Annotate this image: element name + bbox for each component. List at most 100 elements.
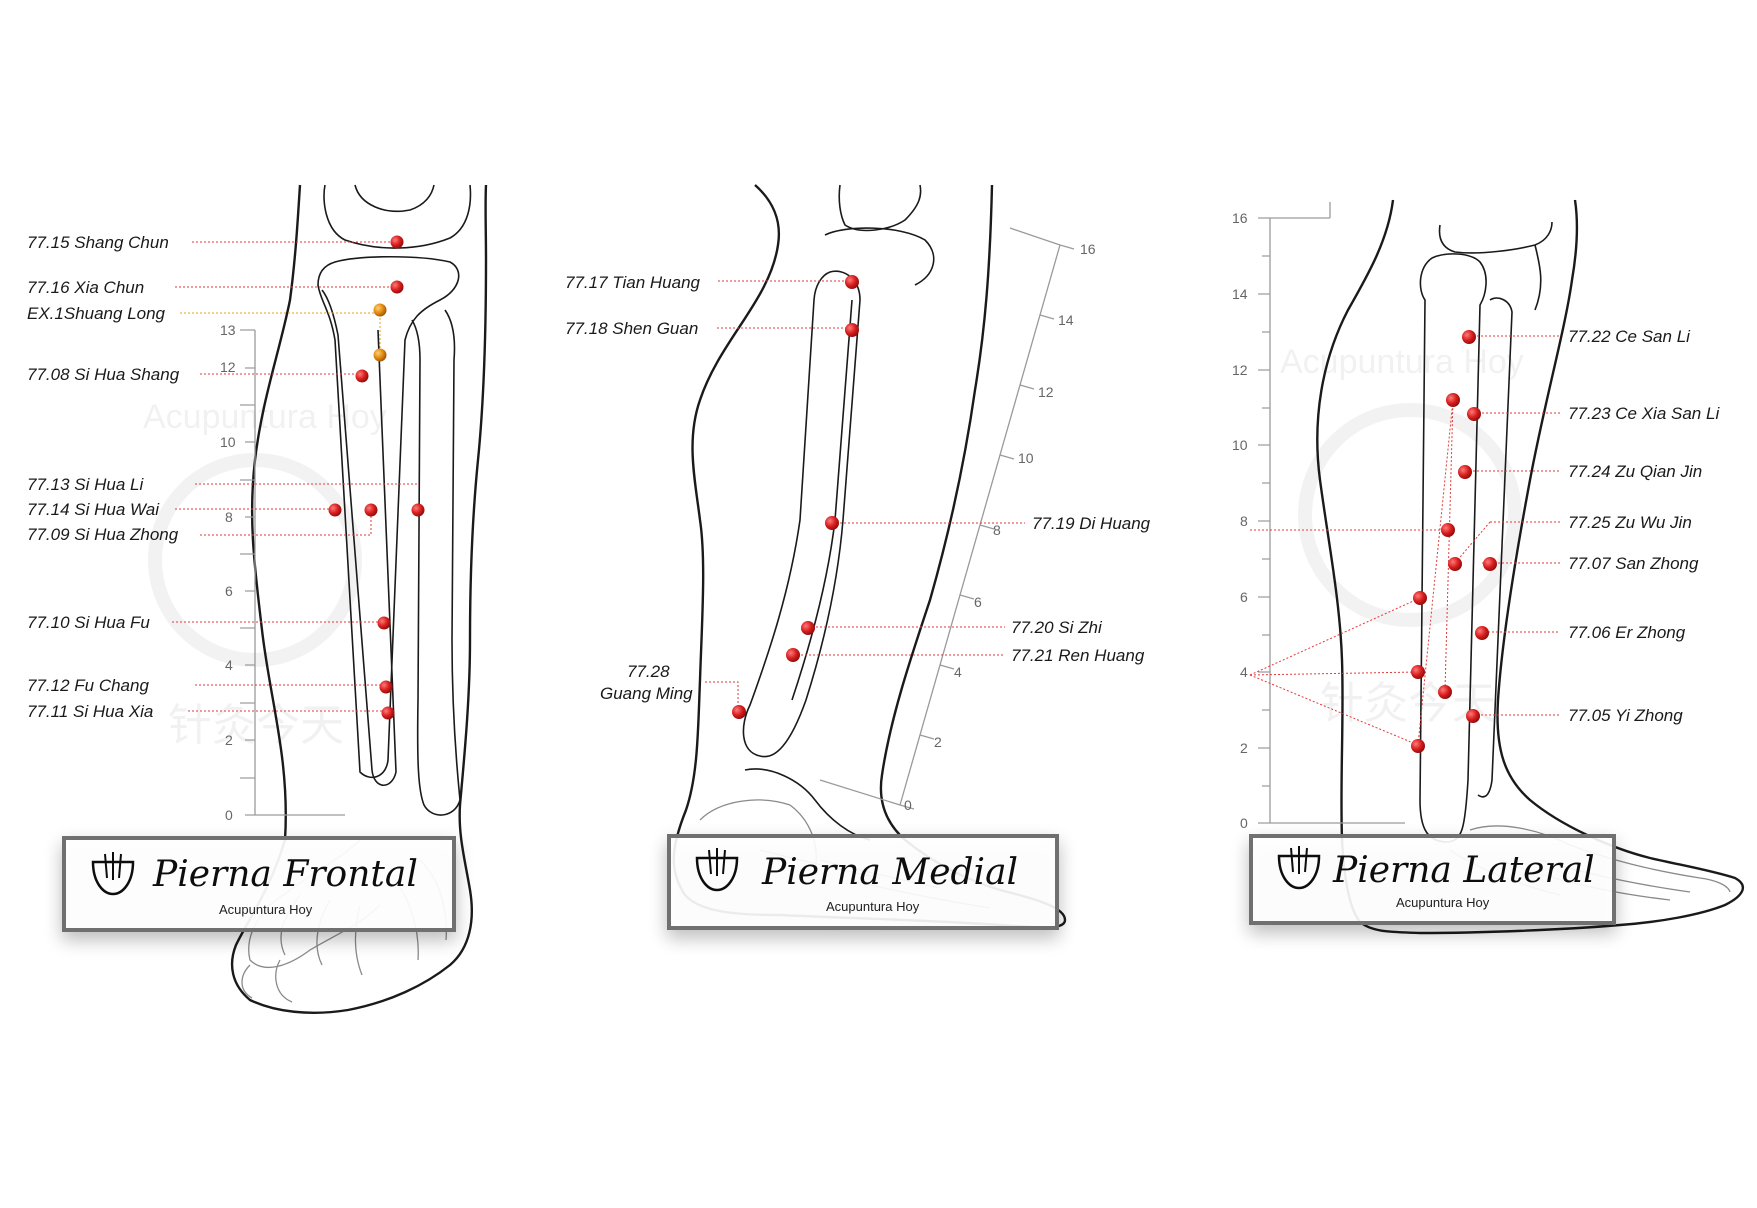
point-label-77-08: 77.08 Si Hua Shang: [27, 365, 180, 384]
medial-labels: 77.17 Tian Huang 77.18 Shen Guan 77.19 D…: [565, 273, 1151, 703]
point-dot-77-18: [845, 323, 859, 337]
point-label-77-15: 77.15 Shang Chun: [27, 233, 169, 252]
lateral-tick-8: 8: [1240, 513, 1248, 529]
point-dot-77-22: [1462, 330, 1476, 344]
point-label-77-07: 77.07 San Zhong: [1568, 554, 1699, 573]
point-label-77-24: 77.24 Zu Qian Jin: [1568, 462, 1702, 481]
point-label-77-22: 77.22 Ce San Li: [1568, 327, 1691, 346]
frontal-tick-10: 10: [220, 434, 236, 450]
lateral-tick-4: 4: [1240, 664, 1248, 680]
point-dot-77-28: [732, 705, 746, 719]
frontal-scale: 13 12 10 8 6 4 2 0: [220, 322, 345, 823]
point-dot-77-25: [1441, 523, 1455, 537]
point-label-77-18: 77.18 Shen Guan: [565, 319, 698, 338]
frontal-tick-0: 0: [225, 807, 233, 823]
point-dot-77-05: [1466, 709, 1480, 723]
point-dot-lateral-b: [1411, 665, 1425, 679]
point-label-77-12: 77.12 Fu Chang: [27, 676, 149, 695]
point-dot-77-14: [328, 503, 342, 517]
point-label-77-20: 77.20 Si Zhi: [1011, 618, 1103, 637]
medial-logo-icon: [695, 848, 739, 892]
lateral-points: [1411, 330, 1497, 753]
point-label-77-09: 77.09 Si Hua Zhong: [27, 525, 179, 544]
point-dot-77-16: [390, 280, 404, 294]
lateral-tick-14: 14: [1232, 286, 1248, 302]
frontal-subtitle: Acupuntura Hoy: [219, 902, 313, 917]
lateral-tick-12: 12: [1232, 362, 1248, 378]
frontal-leaders: [172, 241, 418, 712]
lateral-watermark-cn: 针灸今天: [1320, 678, 1496, 729]
lateral-tick-0: 0: [1240, 815, 1248, 831]
point-label-77-25: 77.25 Zu Wu Jin: [1568, 513, 1692, 532]
point-label-77-23: 77.23 Ce Xia San Li: [1568, 404, 1720, 423]
point-dot-77-23: [1467, 407, 1481, 421]
medial-leaders: [705, 280, 1025, 712]
point-dot-lateral-c: [1438, 685, 1452, 699]
frontal-points: [328, 235, 425, 720]
point-label-77-13: 77.13 Si Hua Li: [27, 475, 144, 494]
point-dot-77-19: [825, 516, 839, 530]
frontal-watermark-cn: 针灸今天: [168, 700, 344, 751]
point-label-77-14: 77.14 Si Hua Wai: [27, 500, 160, 519]
medial-subtitle: Acupuntura Hoy: [826, 899, 920, 914]
medial-tick-10: 10: [1018, 450, 1034, 466]
medial-tick-12: 12: [1038, 384, 1054, 400]
frontal-labels: 77.15 Shang Chun 77.16 Xia Chun EX.1Shua…: [27, 233, 180, 721]
medial-panel: 16 14 12 10 8 6 4 2 0 77.17 Tian Huang 7…: [565, 184, 1151, 930]
point-label-77-16: 77.16 Xia Chun: [27, 278, 144, 297]
medial-tick-0: 0: [904, 797, 912, 813]
medial-leg-drawing: [672, 184, 1067, 929]
frontal-tick-13: 13: [220, 322, 236, 338]
frontal-title-card: Pierna Frontal Acupuntura Hoy: [62, 836, 456, 932]
lateral-tick-10: 10: [1232, 437, 1248, 453]
medial-tick-2: 2: [934, 734, 942, 750]
point-label-77-11: 77.11 Si Hua Xia: [27, 702, 153, 721]
frontal-tick-2: 2: [225, 732, 233, 748]
point-dot-77-20: [801, 621, 815, 635]
point-dot-lateral-a: [1413, 591, 1427, 605]
medial-tick-4: 4: [954, 664, 962, 680]
frontal-tick-4: 4: [225, 657, 233, 673]
point-label-77-10: 77.10 Si Hua Fu: [27, 613, 150, 632]
medial-title: Pierna Medial: [761, 852, 1018, 893]
point-dot-77-06: [1475, 626, 1489, 640]
point-label-77-21: 77.21 Ren Huang: [1011, 646, 1145, 665]
frontal-panel: Acupuntura Hoy 针灸今天: [27, 184, 488, 1014]
lateral-tick-16: 16: [1232, 210, 1248, 226]
point-dot-77-13: [411, 503, 425, 517]
frontal-tick-12: 12: [220, 359, 236, 375]
frontal-watermark: Acupuntura Hoy 针灸今天: [143, 398, 387, 751]
point-label-77-28-number: 77.28: [627, 662, 670, 681]
point-dot-77-23-upper: [1446, 393, 1460, 407]
frontal-logo-icon: [91, 852, 135, 896]
medial-scale: 16 14 12 10 8 6 4 2 0: [819, 227, 1096, 813]
point-label-ex-1: EX.1Shuang Long: [27, 304, 166, 323]
lateral-tick-2: 2: [1240, 740, 1248, 756]
frontal-tick-6: 6: [225, 583, 233, 599]
point-dot-77-12: [379, 680, 393, 694]
lateral-watermark-logo: [1298, 403, 1522, 627]
lateral-title-card: Pierna Lateral Acupuntura Hoy: [1249, 834, 1616, 925]
lateral-labels: 77.22 Ce San Li 77.23 Ce Xia San Li 77.2…: [1568, 327, 1720, 725]
point-dot-77-07-inner: [1448, 557, 1462, 571]
medial-tick-6: 6: [974, 594, 982, 610]
lateral-panel: Acupuntura Hoy 针灸今天: [1232, 199, 1745, 935]
lateral-subtitle: Acupuntura Hoy: [1396, 895, 1490, 910]
medial-tick-14: 14: [1058, 312, 1074, 328]
medial-tick-16: 16: [1080, 241, 1096, 257]
frontal-title: Pierna Frontal: [152, 854, 418, 895]
lateral-logo-icon: [1277, 846, 1321, 890]
lateral-watermark: Acupuntura Hoy 针灸今天: [1280, 343, 1524, 729]
point-dot-77-17: [845, 275, 859, 289]
point-dot-77-11: [381, 706, 395, 720]
medial-points: [732, 275, 859, 719]
lateral-scale: 16 14 12 10 8 6 4 2 0: [1232, 202, 1405, 831]
point-label-77-19: 77.19 Di Huang: [1032, 514, 1151, 533]
point-dot-77-15: [390, 235, 404, 249]
point-dot-77-09: [364, 503, 378, 517]
lateral-watermark-text: Acupuntura Hoy: [1280, 343, 1524, 381]
frontal-tick-8: 8: [225, 509, 233, 525]
point-dot-77-21: [786, 648, 800, 662]
point-dot-77-10: [377, 616, 391, 630]
